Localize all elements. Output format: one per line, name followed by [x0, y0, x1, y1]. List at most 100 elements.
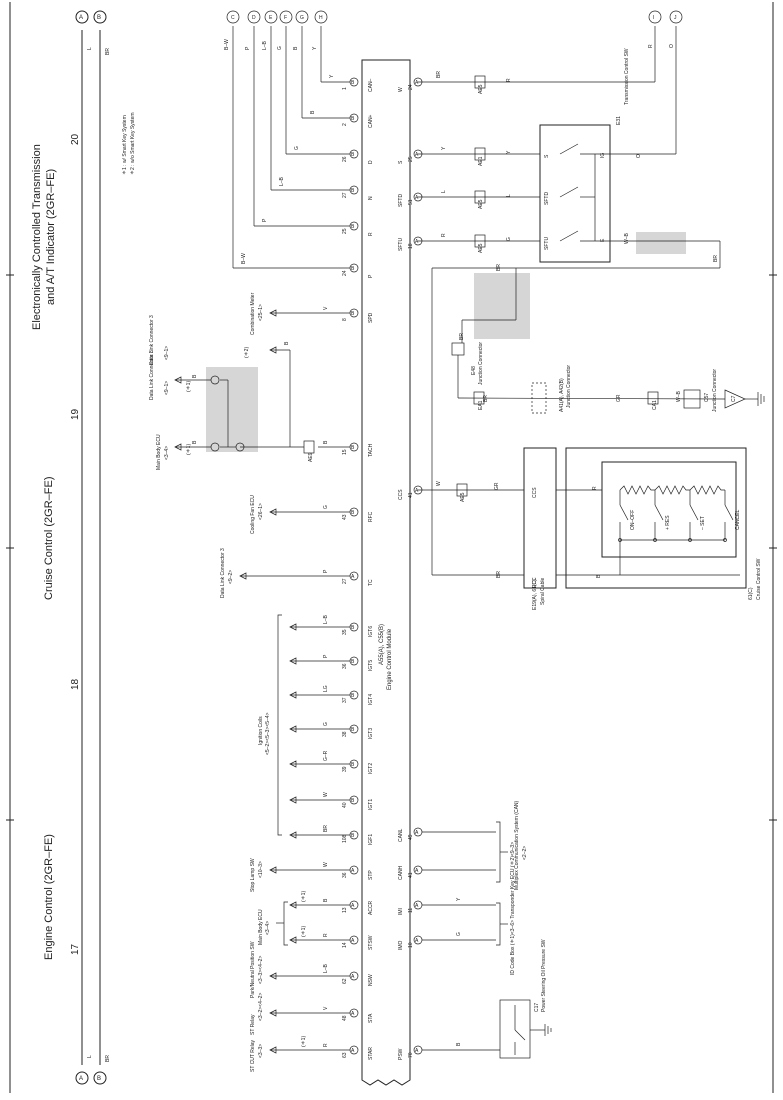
can-label: Multiplex Communication System (CAN) — [514, 800, 520, 890]
arrow-tach-2 — [174, 443, 182, 451]
pin-conn-right: A — [415, 903, 419, 909]
spiral-code: E19(A), 61(C) — [532, 579, 538, 610]
wire-color-left: P — [245, 46, 251, 50]
pin-number-left: 63 — [342, 1052, 348, 1058]
cruise-contact — [654, 504, 664, 521]
pin-name-right: CANL — [398, 828, 404, 842]
top-conn-letter: G — [300, 15, 304, 21]
pin-name-left: STP — [368, 870, 374, 880]
pin-name-right: SFTU — [398, 238, 404, 251]
tach-color-3: B — [192, 374, 198, 378]
pin-name-left: R — [368, 232, 374, 236]
cruise-contact-label: ON–OFF — [630, 510, 636, 530]
ground-c7: C7 — [724, 389, 765, 409]
wire-color-right: BR — [436, 71, 442, 78]
pin-name-left: ACCR — [368, 900, 374, 915]
top-conn-letter: H — [319, 15, 323, 21]
ground-code: C7 — [731, 395, 737, 402]
pin-number-right: 10 — [408, 942, 414, 948]
pin-conn-right: A — [415, 80, 419, 86]
tach-dest-0: Main Body ECU — [156, 434, 162, 470]
pin-number-left: 36 — [342, 663, 348, 669]
arrow-tach — [269, 346, 277, 354]
pin-number-left: 37 — [342, 697, 348, 703]
pin-number-left: 15 — [342, 449, 348, 455]
arrow-left — [269, 1046, 277, 1054]
rail-top-a: A — [79, 15, 83, 21]
pin-number-left: 43 — [342, 514, 348, 520]
page-number-20: 20 — [70, 133, 81, 145]
pin-conn-left: A — [351, 974, 355, 980]
pin-name-left: N — [368, 196, 374, 200]
top-conn-circle — [226, 10, 240, 24]
wire-color-right: Y — [456, 897, 462, 901]
inline-conn-label: AE5 — [478, 243, 484, 253]
conn-ae9 — [303, 440, 315, 454]
pin-conn-left: B — [351, 833, 355, 839]
cruise-contact — [724, 504, 734, 521]
pin-number-left: 35 — [342, 629, 348, 635]
pin-name-left: IGT4 — [368, 694, 374, 705]
inline-conn-label: AE5 — [478, 199, 484, 209]
tach-color-2: B — [192, 440, 198, 444]
arrow-left — [289, 623, 297, 631]
pin-number-right: 49 — [408, 834, 414, 840]
wire-color-left: G — [323, 722, 329, 726]
inline-conn-label: AE1 — [478, 156, 484, 166]
junction-c57-code: C57 — [704, 393, 710, 402]
wire-color-inline: Y — [329, 74, 335, 78]
main-body-ecu-label: Main Body ECU — [258, 909, 264, 945]
transponder-label: ID Code Box (＊1)<3–6> Transponder Key EC… — [510, 842, 516, 975]
wire-color-inline: G — [294, 146, 300, 150]
power-steering-sw: C17 Power Steering Oil Pressure SW — [499, 939, 552, 1059]
top-conn-circle — [247, 10, 261, 24]
wire-color-left: BR — [323, 825, 329, 832]
section-title-cruise: Cruise Control (2GR–FE) — [43, 477, 55, 600]
cruise-pin-ccs: CCS — [532, 487, 538, 498]
arrow-left — [269, 866, 277, 874]
pin-name-left: P — [368, 274, 374, 278]
tach-dest-1: Data Link Connector 3 — [149, 350, 155, 400]
top-conn-letter: D — [252, 15, 256, 21]
ps-name: Power Steering Oil Pressure SW — [541, 939, 547, 1012]
wire-color: GR — [494, 482, 500, 490]
inline-conn-label: AE5 — [460, 492, 466, 502]
pin-number-left: 27 — [342, 578, 348, 584]
wire-note: (＊1) — [301, 926, 307, 937]
pin-number-left: 27 — [342, 192, 348, 198]
dest-ref: <3–2><4–2> — [258, 993, 264, 1021]
tach-dest-1-note: (＊1) — [186, 381, 192, 392]
trans-sw-pin: SFTU — [544, 237, 550, 250]
wire-color: BR — [496, 571, 502, 578]
footnote-2: ＊2 : w/o Smart Key System — [130, 112, 136, 175]
pin-name-left: STA — [368, 1013, 374, 1023]
top-conn-circle — [264, 10, 278, 24]
junction-e48-name: Junction Connector — [478, 342, 484, 385]
transmission-control-sw: E31 Transmission Control SW — [539, 48, 630, 263]
pin-conn-right: A — [415, 1048, 419, 1054]
rail-top-b: B — [97, 15, 101, 21]
pin-number-right: 25 — [408, 156, 414, 162]
pin-conn-right: A — [415, 868, 419, 874]
wire-color-left: P — [323, 654, 329, 658]
inline-conn — [456, 483, 468, 497]
section-title-engine: Engine Control (2GR–FE) — [43, 834, 55, 960]
pin-name-left: STAR — [368, 1047, 374, 1060]
arrow-left — [289, 725, 297, 733]
pin-conn-right: A — [415, 830, 419, 836]
wire-color-right: Y — [441, 146, 447, 150]
pin-name-right: W — [398, 87, 404, 92]
pin-number-right: 41 — [408, 492, 414, 498]
pin-conn-right: A — [415, 239, 419, 245]
pin-number-left: 8 — [342, 318, 348, 321]
conn-i-letter: I — [653, 15, 654, 21]
arrow-left — [289, 691, 297, 699]
pin-conn-left: B — [351, 798, 355, 804]
pin-conn-left: A — [351, 1048, 355, 1054]
cruise-contact-label: + RES — [665, 515, 671, 530]
junction-e48: E48 Junction Connector — [451, 342, 484, 385]
trans-sw-code: E31 — [616, 116, 622, 125]
